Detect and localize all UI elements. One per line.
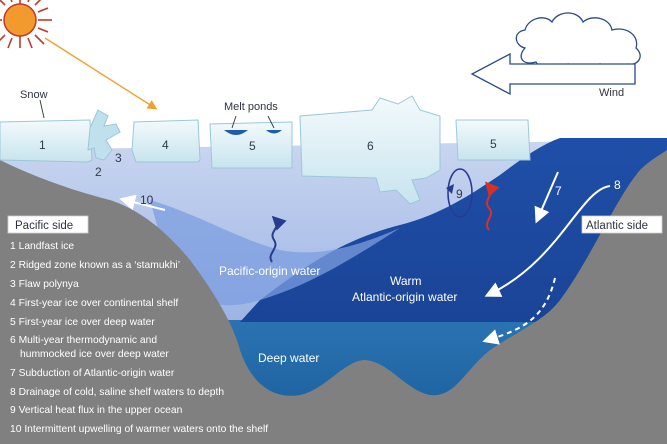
marker-1: 1 bbox=[39, 138, 46, 152]
marker-7: 7 bbox=[555, 184, 562, 198]
legend-item-4: 4 First-year ice over continental shelf bbox=[10, 298, 178, 309]
legend: 1 Landfast ice 2 Ridged zone known as a … bbox=[10, 241, 268, 435]
heat-flux-loop bbox=[447, 168, 473, 218]
legend-item-2: 2 Ridged zone known as a ‘stamukhi’ bbox=[10, 260, 180, 271]
first-year-ice-shelf bbox=[131, 119, 201, 163]
ice-floes bbox=[0, 95, 531, 205]
legend-item-5: 5 First-year ice over deep water bbox=[10, 317, 155, 328]
legend-item-8: 8 Drainage of cold, saline shelf waters … bbox=[10, 387, 224, 398]
marker-2: 2 bbox=[95, 165, 102, 179]
pacific-water-label: Pacific-origin water bbox=[219, 264, 320, 278]
snow-label: Snow bbox=[20, 89, 48, 101]
landfast-ice bbox=[0, 119, 93, 163]
marker-8: 8 bbox=[614, 178, 621, 192]
legend-item-1: 1 Landfast ice bbox=[10, 241, 74, 252]
solar-radiation-arrow bbox=[44, 37, 158, 110]
melt-ponds-label: Melt ponds bbox=[224, 101, 278, 113]
legend-item-6b: hummocked ice over deep water bbox=[20, 349, 169, 360]
atlantic-side-box bbox=[581, 215, 663, 234]
legend-item-9: 9 Vertical heat flux in the upper ocean bbox=[10, 405, 183, 416]
pacific-side-label: Pacific side bbox=[15, 220, 73, 232]
marker-6: 6 bbox=[367, 139, 374, 153]
wind-label: Wind bbox=[599, 87, 624, 99]
deep-water-label: Deep water bbox=[258, 351, 319, 365]
snow-pointer bbox=[39, 99, 45, 119]
atlantic-water-region bbox=[240, 138, 667, 322]
marker-5b: 5 bbox=[490, 137, 497, 151]
warm-label: Warm bbox=[390, 274, 422, 288]
pacific-side-box bbox=[7, 215, 89, 234]
marker-4: 4 bbox=[162, 138, 169, 152]
marker-5a: 5 bbox=[249, 139, 256, 153]
seabed bbox=[0, 150, 667, 444]
arrow-10-upwelling bbox=[119, 194, 166, 211]
melt-ponds bbox=[224, 115, 282, 135]
legend-item-7: 7 Subduction of Atlantic-origin water bbox=[10, 368, 175, 379]
arrow-8-drainage-dashed bbox=[482, 277, 556, 345]
legend-item-3: 3 Flaw polynya bbox=[10, 279, 79, 290]
marker-10: 10 bbox=[140, 193, 154, 207]
multi-year-ice bbox=[299, 95, 441, 205]
sun-icon bbox=[0, 0, 52, 49]
arrow-8-drainage-upper bbox=[484, 185, 611, 297]
pacific-flux-arrow bbox=[269, 215, 287, 263]
marker-9: 9 bbox=[456, 187, 463, 201]
atlantic-side-label: Atlantic side bbox=[586, 220, 648, 232]
first-year-ice-deep-right bbox=[455, 119, 531, 161]
stamukhi-ridge bbox=[87, 109, 121, 161]
wind-arrow-icon bbox=[470, 52, 636, 96]
legend-item-10: 10 Intermittent upwelling of warmer wate… bbox=[10, 424, 268, 435]
heat-flux-arrowhead bbox=[446, 184, 454, 194]
legend-item-6a: 6 Multi-year thermodynamic and bbox=[10, 335, 157, 346]
pacific-water-region bbox=[150, 200, 400, 306]
arrow-7-subduction bbox=[534, 171, 559, 224]
marker-3: 3 bbox=[115, 151, 122, 165]
atlantic-water-label: Atlantic-origin water bbox=[352, 290, 457, 304]
red-heat-arrow bbox=[485, 181, 500, 231]
